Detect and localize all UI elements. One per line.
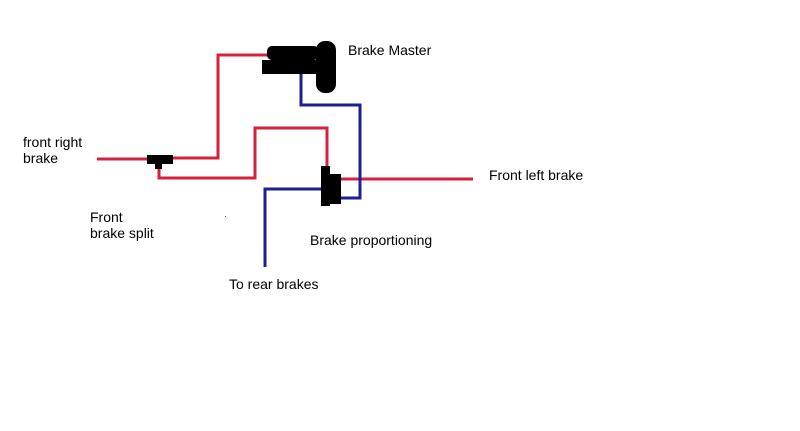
line-split-to-master — [170, 53, 270, 160]
front-brake-split-tee — [147, 155, 173, 169]
stray-dot — [225, 216, 226, 217]
label-to-rear-brakes: To rear brakes — [229, 276, 319, 292]
line-split-to-proportioning — [157, 126, 329, 180]
label-front-right-brake-line2: brake — [23, 150, 59, 166]
label-front-brake-split: Front brake split — [90, 209, 154, 241]
label-brake-proportioning: Brake proportioning — [310, 232, 433, 248]
label-front-right-brake: front right brake — [23, 134, 82, 166]
brake-proportioning-valve — [321, 166, 341, 206]
label-front-right-brake-line1: front right — [23, 134, 83, 150]
brake-master-cylinder — [262, 41, 336, 93]
label-front-brake-split-line1: Front — [90, 209, 123, 225]
label-front-left-brake: Front left brake — [489, 167, 584, 183]
label-front-brake-split-line2: brake split — [90, 225, 154, 241]
label-brake-master: Brake Master — [348, 42, 432, 58]
line-proportioning-to-rear — [263, 187, 322, 267]
line-master-to-proportioning — [299, 72, 362, 200]
